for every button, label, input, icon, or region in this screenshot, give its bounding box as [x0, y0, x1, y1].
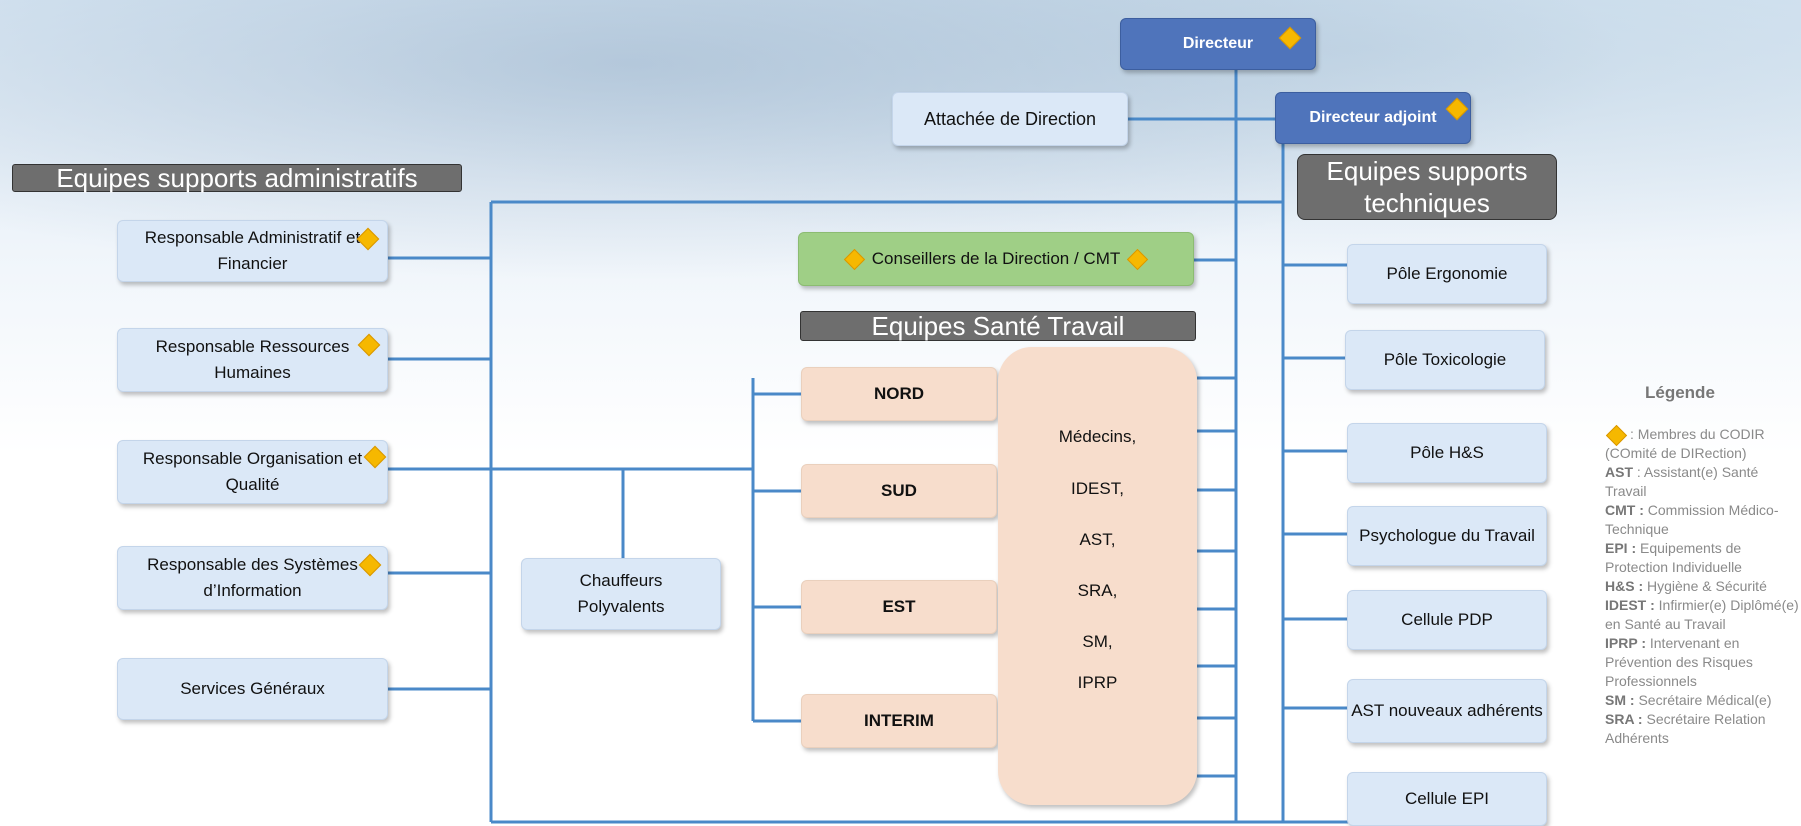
- tech-box: Psychologue du Travail: [1347, 506, 1547, 566]
- legend-entry: CMT : Commission Médico-Technique: [1605, 501, 1801, 539]
- legend-text: Secrétaire Médical(e): [1638, 692, 1772, 708]
- directeur-label: Directeur: [1182, 35, 1254, 52]
- tech-box: AST nouveaux adhérents: [1347, 679, 1547, 743]
- attachee-label: Attachée de Direction: [923, 109, 1097, 129]
- legend-abbr: CMT :: [1605, 502, 1644, 518]
- legend-entry: AST : Assistant(e) Santé Travail: [1605, 463, 1801, 501]
- legend-abbr: SM :: [1605, 692, 1635, 708]
- staff-role: Médecins,: [1058, 427, 1137, 446]
- header-techniques-label: Equipes supports techniques: [1326, 156, 1528, 218]
- admin-box: Responsable Administratif et Financier: [117, 220, 388, 282]
- legend-abbr: IPRP :: [1605, 635, 1646, 651]
- sante-team-label: NORD: [873, 384, 925, 403]
- legend-abbr: AST: [1605, 464, 1633, 480]
- codir-diamond-icon: [1127, 248, 1149, 270]
- legend-entry: EPI : Equipements de Protection Individu…: [1605, 539, 1801, 577]
- admin-box-label: Responsable Ressources Humaines: [155, 337, 350, 382]
- staff-box: Médecins, IDEST, AST, SRA, SM, IPRP: [998, 347, 1197, 805]
- directeur-adjoint-box: Directeur adjoint: [1275, 92, 1471, 144]
- admin-box-label: Responsable Administratif et Financier: [144, 228, 361, 273]
- admin-box-label: Responsable Organisation et Qualité: [142, 449, 363, 494]
- staff-role: IDEST,: [1071, 479, 1124, 498]
- header-admin: Equipes supports administratifs: [12, 163, 462, 193]
- sante-team-label: INTERIM: [864, 711, 934, 730]
- legend-text: Commission Médico-Technique: [1605, 502, 1779, 537]
- tech-box-label: AST nouveaux adhérents: [1351, 701, 1543, 720]
- legend-codir-text: : Membres du CODIR (COmité de DIRection): [1605, 426, 1765, 461]
- legend-text: Equipements de Protection Individuelle: [1605, 540, 1742, 575]
- tech-box: Cellule EPI: [1347, 772, 1547, 826]
- tech-box-label: Psychologue du Travail: [1359, 526, 1535, 545]
- legend-text: Intervenant en Prévention des Risques Pr…: [1605, 635, 1753, 689]
- conseillers-box: Conseillers de la Direction / CMT: [798, 232, 1194, 286]
- legend-entry: SM : Secrétaire Médical(e): [1605, 691, 1801, 710]
- legend: : Membres du CODIR (COmité de DIRection)…: [1605, 424, 1801, 748]
- sante-team-label: SUD: [881, 481, 917, 500]
- codir-diamond-icon: [1605, 424, 1628, 446]
- admin-box-label: Services Généraux: [180, 679, 325, 698]
- conseillers-label: Conseillers de la Direction / CMT: [871, 249, 1121, 268]
- header-techniques: Equipes supports techniques: [1297, 154, 1557, 220]
- legend-text: Hygiène & Sécurité: [1647, 578, 1767, 594]
- header-sante-label: Equipes Santé Travail: [871, 311, 1125, 341]
- legend-entry: SRA : Secrétaire Relation Adhérents: [1605, 710, 1801, 748]
- tech-box-label: Cellule PDP: [1401, 610, 1493, 629]
- attachee-box: Attachée de Direction: [892, 92, 1128, 146]
- header-sante: Equipes Santé Travail: [800, 311, 1196, 341]
- legend-abbr: IDEST :: [1605, 597, 1655, 613]
- admin-box: Responsable Ressources Humaines: [117, 328, 388, 392]
- tech-box-label: Cellule EPI: [1404, 789, 1490, 808]
- legend-abbr: EPI :: [1605, 540, 1637, 556]
- tech-box: Pôle H&S: [1347, 423, 1547, 483]
- sante-team-box: EST: [801, 580, 997, 634]
- legend-codir: : Membres du CODIR (COmité de DIRection): [1605, 424, 1801, 463]
- tech-box: Pôle Ergonomie: [1347, 244, 1547, 304]
- staff-role: IPRP: [1077, 673, 1118, 692]
- legend-entry: H&S : Hygiène & Sécurité: [1605, 577, 1801, 596]
- directeur-adjoint-label: Directeur adjoint: [1309, 109, 1437, 126]
- codir-diamond-icon: [843, 248, 865, 270]
- staff-role: SM,: [1082, 632, 1113, 651]
- admin-box: Responsable Organisation et Qualité: [117, 440, 388, 504]
- legend-entry: IPRP : Intervenant en Prévention des Ris…: [1605, 634, 1801, 691]
- sante-team-label: EST: [882, 597, 916, 616]
- legend-abbr: SRA :: [1605, 711, 1643, 727]
- sante-team-box: NORD: [801, 367, 997, 421]
- admin-box: Responsable des Systèmes d’Information: [117, 546, 388, 610]
- legend-title: Légende: [1645, 383, 1715, 402]
- tech-box-label: Pôle Toxicologie: [1383, 350, 1507, 369]
- legend-text: Infirmier(e) Diplômé(e) en Santé au Trav…: [1605, 597, 1799, 632]
- legend-text: : Assistant(e) Santé Travail: [1605, 464, 1759, 499]
- staff-role: SRA,: [1077, 581, 1118, 600]
- legend-entry: IDEST : Infirmier(e) Diplômé(e) en Santé…: [1605, 596, 1801, 634]
- header-admin-label: Equipes supports administratifs: [56, 163, 418, 193]
- legend-text: Secrétaire Relation Adhérents: [1605, 711, 1766, 746]
- sante-team-box: INTERIM: [801, 694, 997, 748]
- legend-abbr: H&S :: [1605, 578, 1644, 594]
- staff-role: AST,: [1079, 530, 1116, 549]
- chauffeurs-label: Chauffeurs Polyvalents: [577, 571, 665, 616]
- tech-box: Cellule PDP: [1347, 590, 1547, 650]
- admin-box-label: Responsable des Systèmes d’Information: [147, 555, 358, 600]
- directeur-box: Directeur: [1120, 18, 1316, 70]
- chauffeurs-box: Chauffeurs Polyvalents: [521, 558, 721, 630]
- sante-team-box: SUD: [801, 464, 997, 518]
- tech-box-label: Pôle H&S: [1410, 443, 1484, 462]
- tech-box-label: Pôle Ergonomie: [1386, 264, 1508, 283]
- tech-box: Pôle Toxicologie: [1345, 330, 1545, 390]
- admin-box: Services Généraux: [117, 658, 388, 720]
